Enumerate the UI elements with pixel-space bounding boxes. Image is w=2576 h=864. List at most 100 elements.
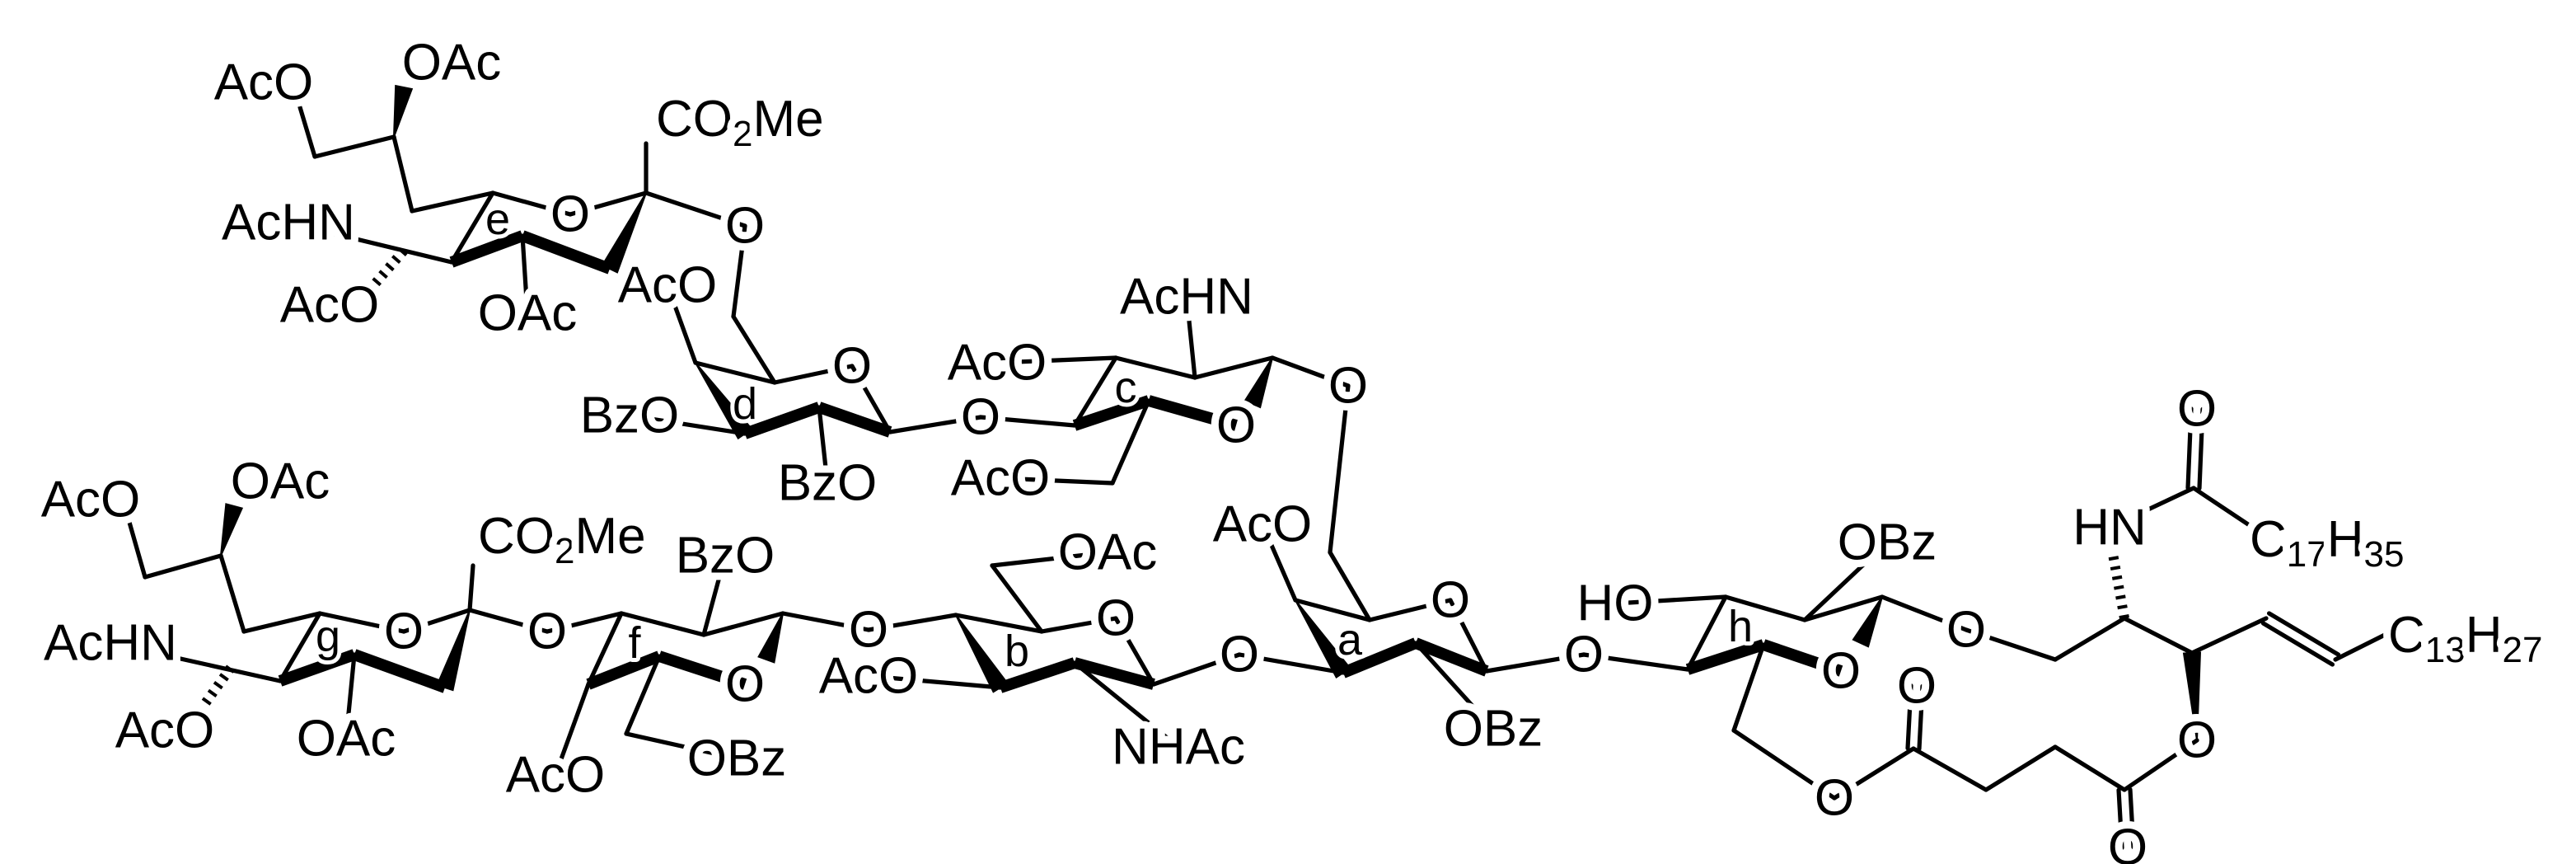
bold-bond xyxy=(1413,637,1489,677)
single-bond xyxy=(1113,355,1197,380)
bold-bond xyxy=(352,649,447,693)
residue-h-label: OBz xyxy=(1838,514,1937,571)
double-bond xyxy=(2128,787,2136,850)
ceramide-label: HN xyxy=(2073,500,2147,556)
residue-e-label: AcO xyxy=(280,277,380,334)
wedge-bond xyxy=(1852,596,1883,648)
single-bond xyxy=(693,360,777,385)
single-bond xyxy=(391,134,415,214)
double-bond xyxy=(2116,787,2124,850)
single-bond xyxy=(1581,652,1690,672)
single-bond xyxy=(241,611,322,634)
single-bond xyxy=(1110,398,1151,486)
residue-e-label: O xyxy=(550,186,590,243)
residue-h-label: O xyxy=(1815,770,1854,827)
bold-bond xyxy=(1147,395,1238,431)
formula-part: C xyxy=(2388,607,2425,664)
formula-part: H xyxy=(2327,511,2364,568)
single-bond xyxy=(953,613,1044,634)
residue-g-label: O xyxy=(527,603,567,660)
single-bond xyxy=(1448,598,1489,674)
single-bond xyxy=(627,413,747,436)
single-bond xyxy=(1151,652,1242,687)
single-bond xyxy=(568,190,649,217)
single-bond xyxy=(467,608,550,634)
formula-part: 17 xyxy=(2287,534,2327,575)
residue-g-ring-label: g xyxy=(316,612,340,661)
single-bond xyxy=(467,563,475,613)
single-bond xyxy=(817,405,830,486)
single-bond xyxy=(1964,627,2058,662)
residue-d-label: AcO xyxy=(618,257,718,314)
residue-f-ring-label: f xyxy=(628,618,641,668)
residue-e-ring-label: e xyxy=(485,195,510,244)
double-bond xyxy=(2266,611,2341,657)
single-bond xyxy=(586,611,624,687)
single-bond xyxy=(1613,594,1728,606)
wedge-bond xyxy=(757,613,784,664)
single-bond xyxy=(1072,355,1118,428)
residue-a-label: O xyxy=(1564,627,1604,683)
wedge-bond xyxy=(695,362,753,440)
single-bond xyxy=(1413,641,1496,731)
single-bond xyxy=(449,190,495,265)
residue-h-label: O xyxy=(2177,712,2217,769)
residue-g-label: AcO xyxy=(41,472,141,528)
formula-part: 2 xyxy=(555,531,574,571)
single-bond xyxy=(143,553,223,580)
single-bond xyxy=(665,283,698,365)
formula-part: Me xyxy=(574,508,645,565)
bold-bond xyxy=(742,401,822,439)
hashed-bond xyxy=(197,664,235,712)
wedge-bond xyxy=(436,609,471,692)
bold-bond xyxy=(1341,637,1418,679)
single-bond xyxy=(2190,616,2269,655)
wedge-bond xyxy=(393,84,414,138)
single-bond xyxy=(1367,598,1453,622)
residue-a-label: O xyxy=(1431,572,1470,629)
double-bond xyxy=(1905,683,1913,751)
residue-f-label: O xyxy=(849,602,888,659)
single-bond xyxy=(1293,598,1372,622)
single-bond xyxy=(1328,550,1372,622)
residue-b-label: O xyxy=(1220,627,1259,683)
single-bond xyxy=(2122,616,2194,655)
residue-d-ring-label: d xyxy=(733,379,757,429)
single-bond xyxy=(1685,594,1728,672)
wedge-bond xyxy=(1295,599,1351,679)
hashed-bond xyxy=(2108,552,2129,620)
wedge-bond xyxy=(601,192,647,274)
single-bond xyxy=(490,190,573,217)
residue-h-label: O xyxy=(1821,643,1861,700)
residue-c-label: AcO xyxy=(951,450,1051,507)
single-bond xyxy=(410,190,495,214)
wedge-bond xyxy=(955,614,1009,693)
single-bond xyxy=(286,220,454,265)
single-bond xyxy=(1484,652,1586,674)
bold-bond xyxy=(520,230,612,275)
single-bond xyxy=(1260,522,1298,603)
single-bond xyxy=(218,553,246,634)
residue-h-ring-label: h xyxy=(1728,602,1753,651)
single-bond xyxy=(1270,355,1351,388)
single-bond xyxy=(2333,631,2391,662)
single-bond xyxy=(850,364,892,434)
single-bond xyxy=(1880,594,1969,632)
residue-g-label: O xyxy=(384,603,424,660)
residue-h-label: O xyxy=(1897,658,1937,715)
single-bond xyxy=(1072,660,1181,749)
single-bond xyxy=(866,613,958,632)
residue-f-label: O xyxy=(725,656,765,713)
single-bond xyxy=(780,611,871,632)
single-bond xyxy=(545,611,624,634)
single-bond xyxy=(978,415,1077,428)
single-bond xyxy=(1192,355,1275,380)
ceramide-label: O xyxy=(2177,381,2217,438)
bold-bond xyxy=(817,401,892,438)
single-bond xyxy=(619,611,706,637)
residue-d-label: BzO xyxy=(778,455,878,512)
single-bond xyxy=(1731,642,1766,733)
single-bond xyxy=(1802,594,1885,622)
single-bond xyxy=(624,654,662,736)
residue-g-label: AcO xyxy=(115,702,215,759)
